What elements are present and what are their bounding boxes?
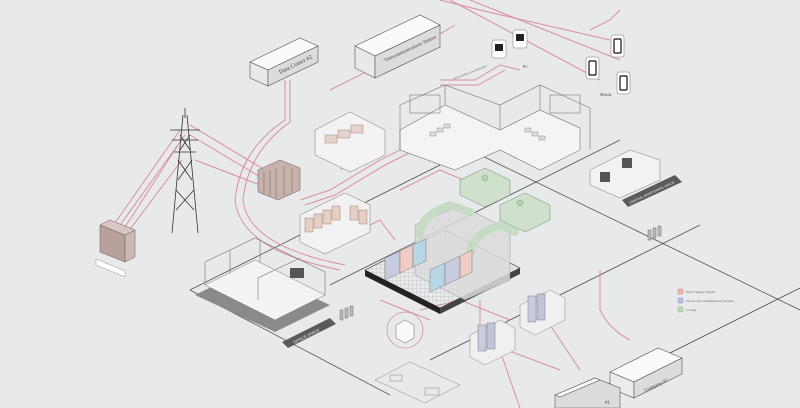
ups-racks (469, 289, 566, 366)
cooling-units (459, 167, 551, 233)
company-2-building: Company #2 (609, 347, 683, 399)
pc-devices: PC (491, 29, 528, 69)
security-gate-icon (339, 225, 662, 321)
company-1-building: #1 (554, 377, 621, 408)
office-space: OFFICE SPACE (195, 237, 336, 348)
wan-label: WAN (Wide Area Network) (453, 64, 488, 81)
pc-label: PC (523, 64, 528, 69)
power-lines (109, 0, 631, 408)
server-room (364, 200, 521, 314)
mobile-devices: Mobile (585, 34, 631, 97)
mobile-phone-icon (616, 71, 631, 95)
generator-room (314, 111, 386, 173)
legend-item-cooling: Cooling (677, 306, 697, 313)
substation-transformer (95, 219, 136, 278)
svg-text:Cooling: Cooling (686, 308, 697, 312)
central-monitoring-room: CENTRAL MONITORING SPACE (589, 149, 682, 207)
legend: Power Supply Systems Servers and Communi… (677, 288, 734, 313)
data-center-2-building: Data Center #2 (249, 37, 319, 87)
telecom-station-building: Telecommunications Station (354, 14, 441, 79)
legend-item-power: Power Supply Systems (677, 288, 716, 295)
mobile-phone-icon (585, 56, 600, 80)
main-transformer (257, 159, 301, 201)
detail-callout-circle (386, 311, 424, 349)
company-1-label: #1 (605, 401, 611, 406)
svg-text:Power Supply Systems: Power Supply Systems (686, 290, 716, 294)
legend-item-servers: Servers and Communication Systems (677, 297, 734, 304)
svg-text:Servers and Communication Syst: Servers and Communication Systems (686, 299, 734, 303)
transmission-tower-icon (170, 108, 200, 234)
mobile-phone-icon (610, 34, 625, 58)
battery-room (299, 192, 371, 255)
mobile-label: Mobile (600, 92, 612, 97)
operations-offices (399, 84, 591, 171)
lounge-area (374, 361, 461, 404)
